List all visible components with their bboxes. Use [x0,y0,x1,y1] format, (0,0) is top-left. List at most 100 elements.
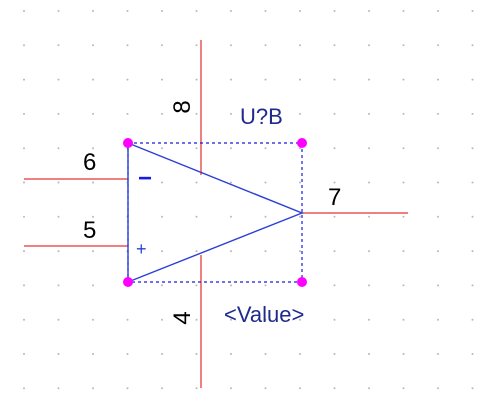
grid-dot [195,284,198,287]
grid-dot [161,44,163,47]
grid-dot [195,147,198,150]
grid-dot [57,112,60,115]
grid-dot [230,387,232,390]
grid-dot [471,44,474,47]
grid-dot [471,353,474,355]
handle-bottom-left[interactable] [123,277,133,287]
grid-dot [368,250,370,253]
grid-dot [264,250,267,253]
grid-dot [299,10,301,12]
grid-dot [264,44,267,47]
grid-dot [161,181,163,184]
grid-dot [195,78,198,81]
grid-dot [195,353,198,355]
grid-dot [230,215,232,218]
grid-dot [57,78,60,81]
grid-dot [57,387,60,390]
grid-dot [195,318,198,321]
grid-dot [471,318,474,321]
grid-dot [57,318,60,321]
grid-dot [402,284,405,287]
grid-dot [126,44,129,47]
grid-dot [23,147,25,150]
grid-dot [161,112,163,115]
grid-dot [92,284,94,287]
grid-dot [230,250,232,253]
grid-dot [368,147,370,150]
grid-dot [437,250,439,253]
grid-dot [333,181,336,184]
value-label[interactable]: <Value> [224,302,304,327]
grid-dot [23,353,25,355]
grid-dot [23,44,25,47]
grid-dot [471,284,474,287]
grid-dot [368,353,370,355]
opamp-triangle[interactable] [127,141,304,284]
grid-dot [402,78,405,81]
handle-top-left[interactable] [123,138,133,148]
grid-dot [23,112,25,115]
grid-dot [368,215,370,218]
reference-designator[interactable]: U?B [240,104,283,129]
grid-dot [57,215,60,218]
grid-dot [333,353,336,355]
grid-dot [437,387,439,390]
grid-dot [195,10,198,12]
grid-dot [437,147,439,150]
grid-dot [437,353,439,355]
handle-top-right[interactable] [297,138,307,148]
grid-dot [230,78,232,81]
handle-bottom-right[interactable] [297,277,307,287]
grid-dot [437,10,439,12]
grid-dot [161,215,163,218]
inverting-sign: − [138,165,152,192]
grid-dot [299,112,301,115]
grid-dot [23,250,25,253]
grid-dot [126,10,129,12]
pin-number-positive-supply: 8 [169,100,196,113]
grid-dot [402,387,405,390]
grid-dot [471,387,474,390]
grid-dot [57,284,60,287]
grid-dot [230,112,232,115]
grid-dot [368,44,370,47]
grid-dot [437,284,439,287]
grid-dot [126,387,129,390]
grid-dot [57,353,60,355]
selection-box [127,142,303,283]
grid-dot [23,284,25,287]
grid-dot [368,78,370,81]
grid-dot [264,147,267,150]
grid-dot [92,147,94,150]
grid-dot [230,10,232,12]
grid-dot [126,318,129,321]
grid-dot [92,215,94,218]
grid-dots [23,10,474,390]
grid-dot [333,10,336,12]
grid-dot [264,284,267,287]
grid-dot [299,250,301,253]
grid-dot [161,318,163,321]
grid-dot [161,284,163,287]
grid-dot [264,78,267,81]
grid-dot [23,181,25,184]
grid-dot [299,353,301,355]
grid-dot [368,112,370,115]
grid-dot [437,215,439,218]
grid-dot [23,10,25,12]
grid-dot [126,78,129,81]
grid-dot [92,78,94,81]
grid-dot [195,181,198,184]
grid-dot [333,387,336,390]
grid-dot [437,112,439,115]
grid-dot [471,10,474,12]
grid-dot [299,387,301,390]
grid-dot [126,353,129,355]
grid-dot [333,284,336,287]
grid-dot [195,44,198,47]
grid-dot [264,353,267,355]
grid-dot [161,353,163,355]
grid-dot [368,181,370,184]
grid-dot [402,215,405,218]
